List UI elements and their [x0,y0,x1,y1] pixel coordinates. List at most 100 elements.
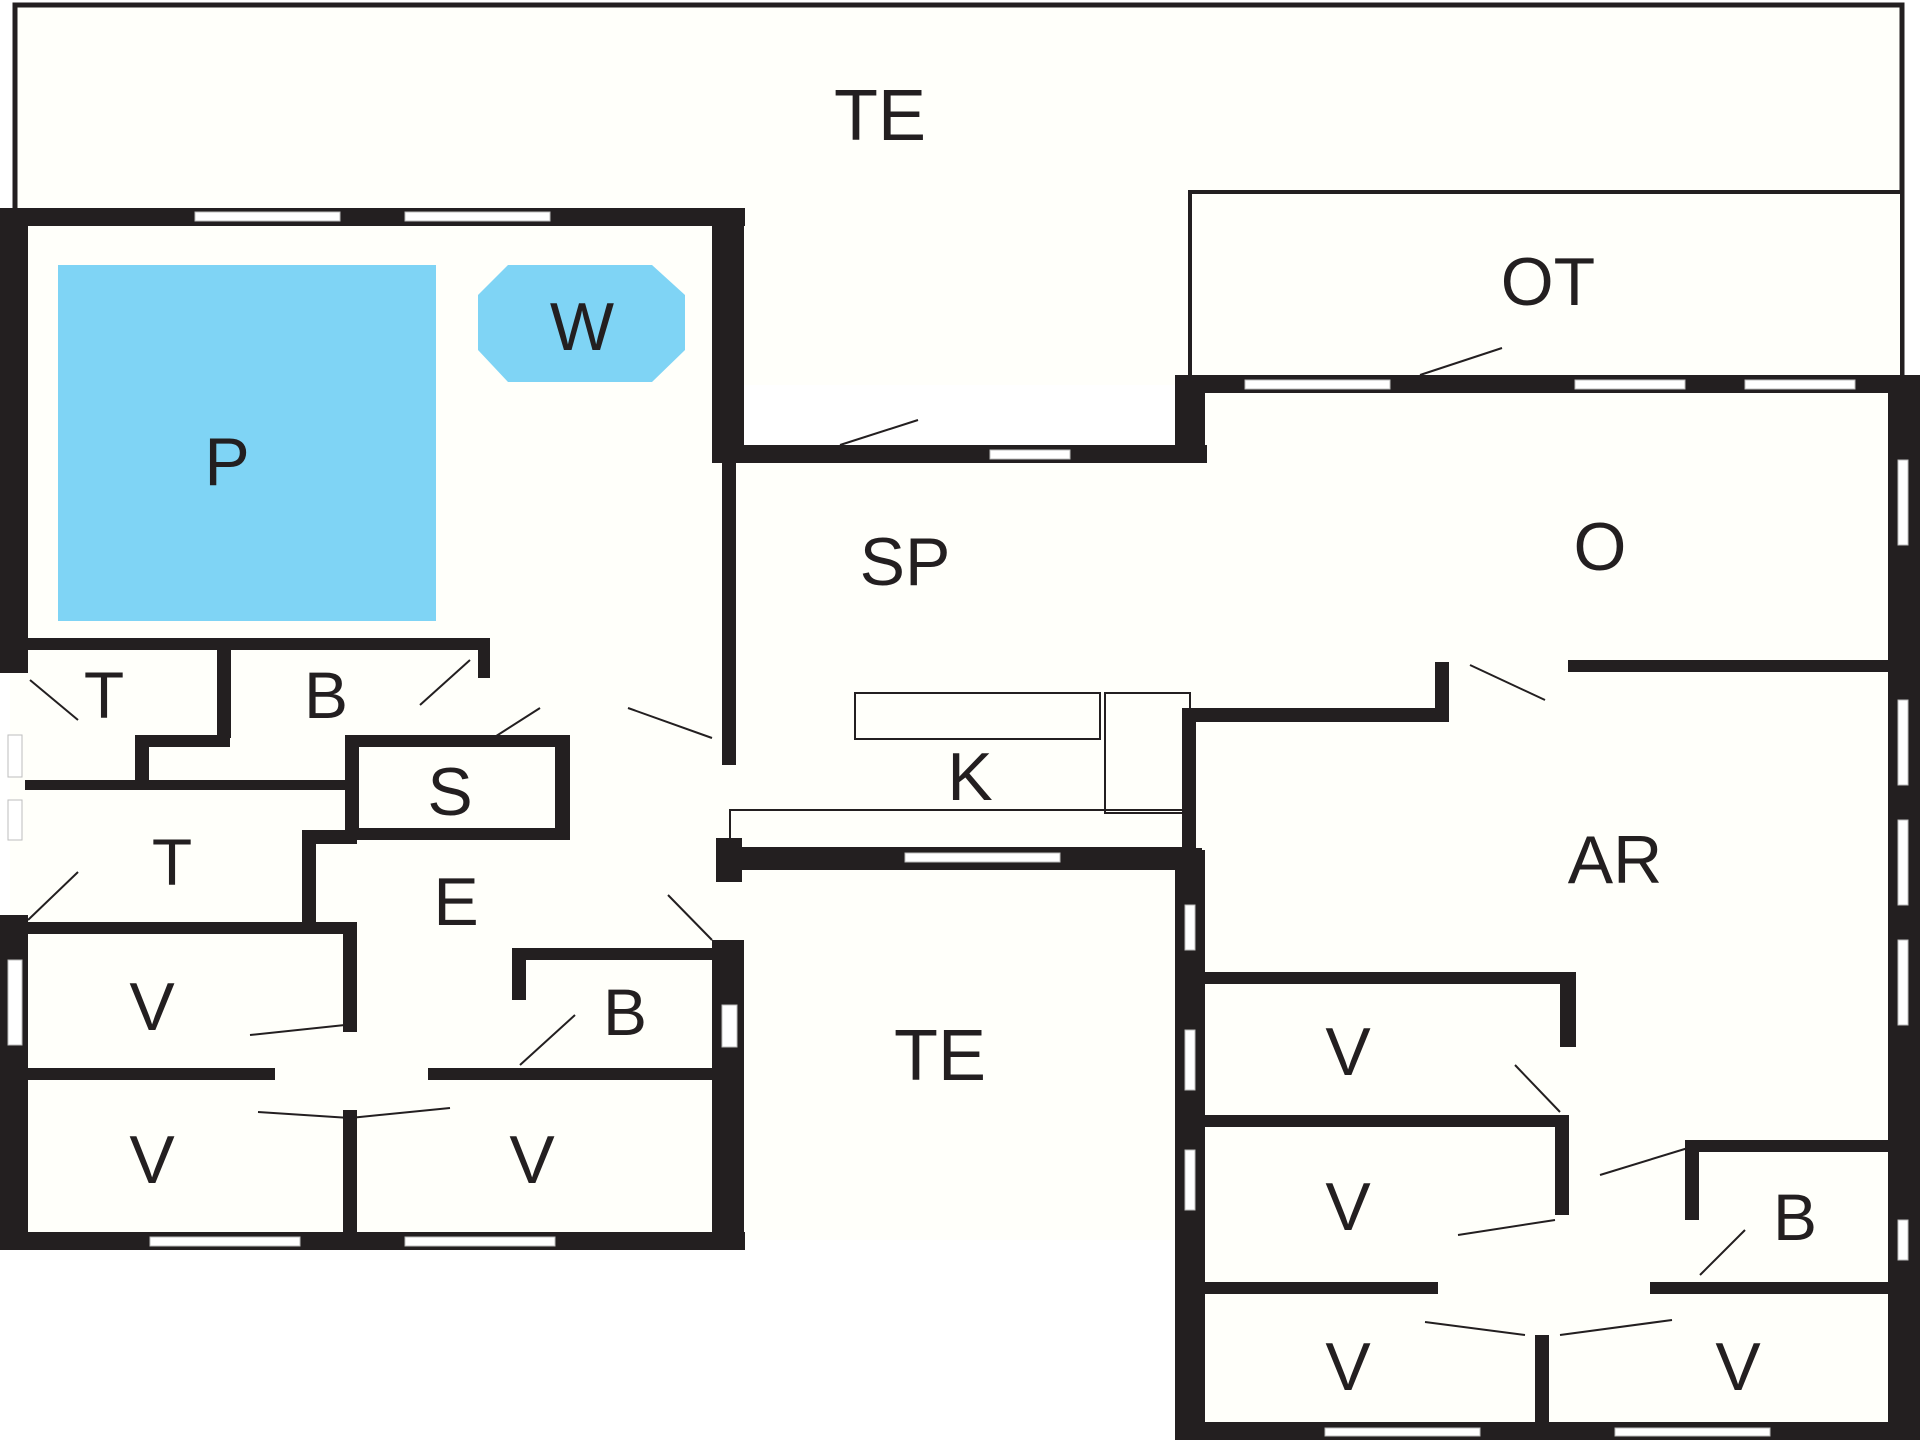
room-label-activity-room: AR [1568,822,1662,898]
room-label-sauna: S [427,754,472,830]
door-swing [1424,1321,1526,1336]
door-swing [667,894,713,941]
wall [345,828,570,840]
wall [25,922,355,934]
room-label-bedroom: V [1325,1014,1371,1090]
door-swing [839,419,919,446]
wall [512,948,722,960]
window [1244,379,1391,390]
whirlpool [478,265,685,382]
window [1897,699,1909,786]
window [721,1004,738,1048]
wall [0,208,28,673]
door-swing [257,1111,351,1119]
wall [135,735,149,785]
door-swing [1699,1229,1746,1276]
door-swing [249,1024,346,1036]
wall [722,445,1207,463]
window [149,1236,301,1247]
wall [1198,972,1576,984]
door-swing [1457,1219,1556,1236]
wall [25,1068,275,1080]
wall [25,638,490,650]
door-swing [349,1107,451,1119]
room-label-kitchen: K [947,739,992,815]
wall [1560,972,1576,1047]
door-swing [1559,1319,1673,1336]
door-swing [419,659,471,706]
window [1184,904,1196,951]
wall [217,638,231,738]
window [404,1236,556,1247]
wall [712,940,744,1245]
wall [1685,1140,1699,1220]
room-label-terrace-top: TE [834,76,926,156]
window [1184,1149,1196,1211]
room-label-bedroom: V [509,1122,555,1198]
room-label-open-room: O [1574,509,1627,585]
wall [1535,1335,1549,1430]
window [7,959,23,1046]
kitchen-counter [1104,692,1191,814]
wall [0,208,745,226]
wall [343,1110,357,1240]
kitchen-counter [729,809,1186,849]
window [194,211,341,222]
window [1897,1219,1909,1261]
door-swing [29,679,79,721]
window [1897,939,1909,1026]
window [989,449,1071,460]
window [1897,819,1909,906]
room-label-bedroom: V [1325,1169,1371,1245]
door-swing [1469,664,1546,701]
room-label-bath: B [603,975,647,1049]
room-label-bedroom: V [129,1122,175,1198]
wall [1568,660,1898,672]
wall [555,735,570,840]
window [1744,379,1856,390]
room-label-toilet: T [84,658,124,732]
door-swing [1514,1064,1561,1113]
wall [1435,662,1449,722]
room-label-whirlpool: W [550,289,614,365]
room-label-bedroom: V [1715,1329,1761,1405]
wall [343,922,357,1032]
room-label-terrace-mid: TE [894,1016,986,1096]
door-swing [1599,1147,1689,1176]
window [7,799,23,841]
wall [1685,1140,1895,1152]
window [904,852,1061,863]
room-label-bedroom: V [1325,1329,1371,1405]
room-label-entrance: E [433,864,478,940]
wall [478,638,490,678]
door-swing [519,1014,576,1066]
kitchen-counter [854,692,1101,740]
room-label-living: SP [860,524,951,600]
wall [712,208,744,463]
wall [722,455,736,765]
window [1574,379,1686,390]
wall [345,735,359,840]
wall [1555,1115,1569,1215]
wall [25,780,345,790]
wall [1198,1282,1438,1294]
door-swing [1419,347,1503,376]
wall [512,948,526,1000]
covered-terrace-outline [1188,190,1902,380]
wall [428,1068,718,1080]
room-label-bedroom: V [129,969,175,1045]
window [7,734,23,778]
pool [58,265,436,621]
wall [0,1232,745,1250]
wall [302,830,316,930]
room-label-covered-terrace: OT [1501,244,1595,320]
wall [135,735,230,747]
door-swing [489,707,541,741]
wall [1198,1115,1566,1127]
wall [1888,375,1920,1440]
covered-terrace-area [1190,192,1900,382]
window [1614,1427,1771,1437]
room-label-toilet: T [152,825,192,899]
window [1324,1427,1481,1437]
